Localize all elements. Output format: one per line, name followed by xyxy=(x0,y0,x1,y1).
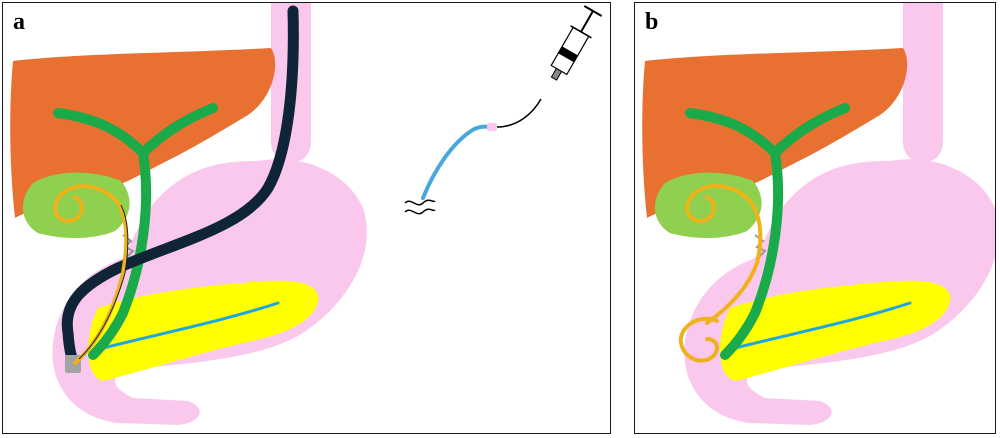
pancreas xyxy=(720,280,951,381)
panel-a: a xyxy=(2,2,611,434)
bile-duct xyxy=(685,103,850,360)
panel-b: b xyxy=(634,2,996,434)
gallbladder xyxy=(22,172,130,238)
panel-b-drawing xyxy=(642,3,995,425)
pancreatic-duct xyxy=(101,301,280,350)
endoscope xyxy=(61,5,299,371)
panel-a-label: a xyxy=(13,9,25,35)
catheter-line xyxy=(496,98,542,128)
pancreas xyxy=(88,280,319,381)
wavy-break-icon xyxy=(404,199,436,215)
guidewire xyxy=(78,204,129,360)
pancreatic-duct xyxy=(733,301,912,350)
panel-b-label: b xyxy=(645,9,659,35)
stent xyxy=(53,184,129,365)
catheter-connector xyxy=(487,123,497,131)
stent xyxy=(685,184,763,325)
bile-duct xyxy=(53,103,218,360)
stent-distal-pigtail xyxy=(678,316,719,363)
panel-a-drawing xyxy=(10,3,603,425)
gallbladder xyxy=(654,172,762,238)
catheter-blue xyxy=(421,124,491,200)
syringe-icon xyxy=(550,5,603,81)
